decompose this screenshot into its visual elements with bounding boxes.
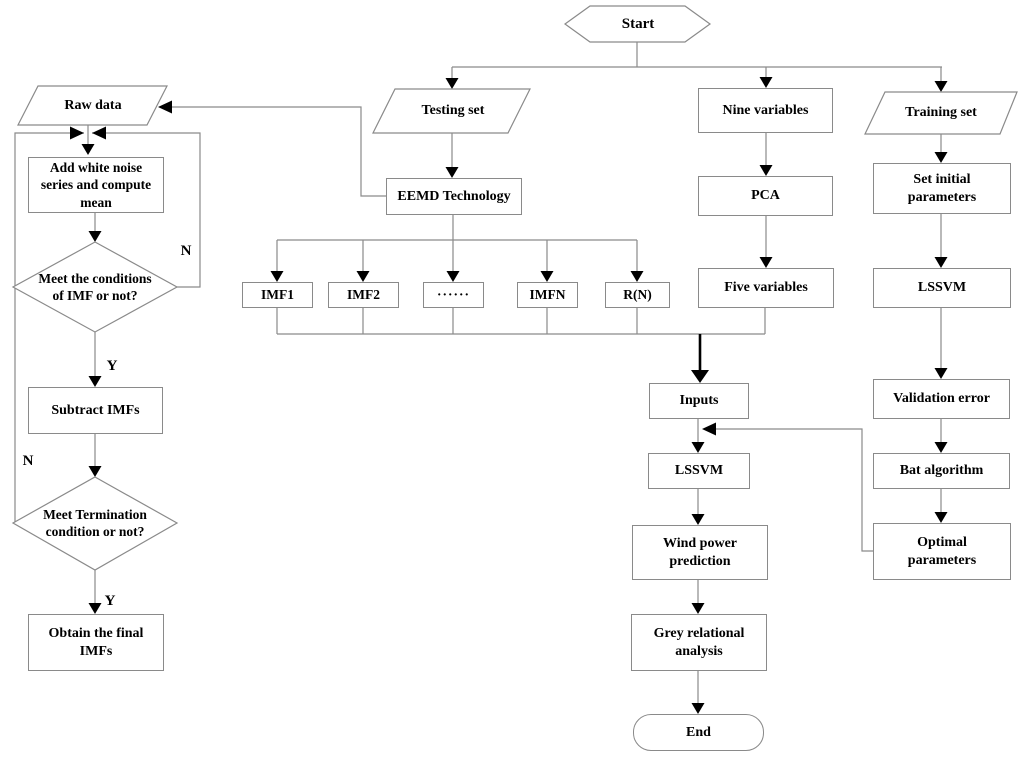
node-validation-error: Validation error	[873, 379, 1010, 419]
node-optimal-parameters: Optimal parameters	[873, 523, 1011, 580]
edge-eemd-to-imf-row	[276, 214, 638, 271]
raw-data-parallelogram-shape	[17, 85, 168, 126]
arrow-into-rn	[630, 271, 644, 282]
node-imf1: IMF1	[242, 282, 313, 308]
label-termination-yes: Y	[104, 592, 116, 609]
node-start: Start	[621, 15, 655, 32]
arrow-into-imf1	[270, 271, 284, 282]
edge-start-to-branches	[451, 42, 942, 81]
node-imfn: IMFN	[517, 282, 578, 308]
arrow-into-grey-relational	[691, 603, 705, 614]
label-imf-conditions-no: N	[180, 242, 192, 259]
node-lssvm-training: LSSVM	[873, 268, 1011, 308]
arrow-into-wind-power	[691, 514, 705, 525]
node-meet-termination: Meet Termination condition or not?	[43, 506, 147, 539]
arrow-into-eemd	[445, 167, 459, 178]
arrow-into-raw-data	[158, 100, 172, 114]
arrow-into-nine-variables	[759, 77, 773, 88]
arrow-into-validation-error	[934, 368, 948, 379]
edge-eemd-to-rawdata	[172, 106, 386, 197]
node-inputs: Inputs	[649, 383, 749, 419]
arrowheads	[70, 77, 948, 714]
arrow-feedback-into-input-line	[702, 422, 716, 436]
node-lssvm-prediction: LSSVM	[648, 453, 750, 489]
node-training-set: Training set	[905, 105, 977, 121]
label-imf-conditions-yes: Y	[106, 357, 118, 374]
arrow-into-inputs	[691, 370, 709, 383]
arrow-into-lssvm-prediction	[691, 442, 705, 453]
node-raw-data: Raw data	[64, 98, 122, 114]
node-five-variables: Five variables	[698, 268, 834, 308]
node-rn: R(N)	[605, 282, 670, 308]
arrow-into-subtract-imfs	[88, 376, 102, 387]
node-eemd-technology: EEMD Technology	[386, 178, 522, 215]
node-nine-variables: Nine variables	[698, 88, 833, 133]
arrow-into-testing-set	[445, 78, 459, 89]
arrow-into-imf-diamond	[88, 231, 102, 242]
arrow-into-end	[691, 703, 705, 714]
node-add-white-noise: Add white noise series and compute mean	[28, 157, 164, 213]
termination-diamond-shape	[11, 476, 179, 571]
imf-conditions-diamond-shape	[11, 241, 179, 333]
node-wind-power-prediction: Wind power prediction	[632, 525, 768, 580]
node-meet-imf-conditions: Meet the conditions of IMF or not?	[38, 270, 152, 303]
node-set-initial-parameters: Set initial parameters	[873, 163, 1011, 214]
node-testing-set: Testing set	[421, 103, 485, 119]
arrow-into-obtain-final	[88, 603, 102, 614]
node-pca: PCA	[698, 176, 833, 216]
arrow-into-lssvm-training	[934, 257, 948, 268]
arrow-into-bat-algorithm	[934, 442, 948, 453]
node-imf-ellipsis: ······	[423, 282, 484, 308]
node-end: End	[633, 714, 764, 751]
arrow-into-imf2	[356, 271, 370, 282]
arrow-into-imf-ellipsis	[446, 271, 460, 282]
arrow-into-optimal-parameters	[934, 512, 948, 523]
testing-set-parallelogram-shape	[372, 88, 531, 134]
arrow-into-training-set	[934, 81, 948, 92]
edge-optimal-feedback	[716, 428, 873, 552]
start-hexagon-shape	[563, 5, 712, 43]
node-subtract-imfs: Subtract IMFs	[28, 387, 163, 434]
arrow-loop-right-junction	[92, 126, 106, 140]
arrow-into-pca	[759, 165, 773, 176]
node-imf2: IMF2	[328, 282, 399, 308]
edge-imf-row-to-collector	[276, 307, 766, 335]
node-obtain-final-imfs: Obtain the final IMFs	[28, 614, 164, 671]
arrow-into-add-noise	[81, 144, 95, 155]
arrow-into-imfn	[540, 271, 554, 282]
label-termination-no: N	[22, 452, 34, 469]
node-grey-relational-analysis: Grey relational analysis	[631, 614, 767, 671]
arrow-into-termination-diamond	[88, 466, 102, 477]
arrow-loop-left-junction	[70, 126, 84, 140]
training-set-parallelogram-shape	[864, 91, 1018, 135]
arrow-into-set-initial	[934, 152, 948, 163]
edge-imf-no-loop	[92, 132, 201, 288]
node-bat-algorithm: Bat algorithm	[873, 453, 1010, 489]
arrow-into-five-variables	[759, 257, 773, 268]
